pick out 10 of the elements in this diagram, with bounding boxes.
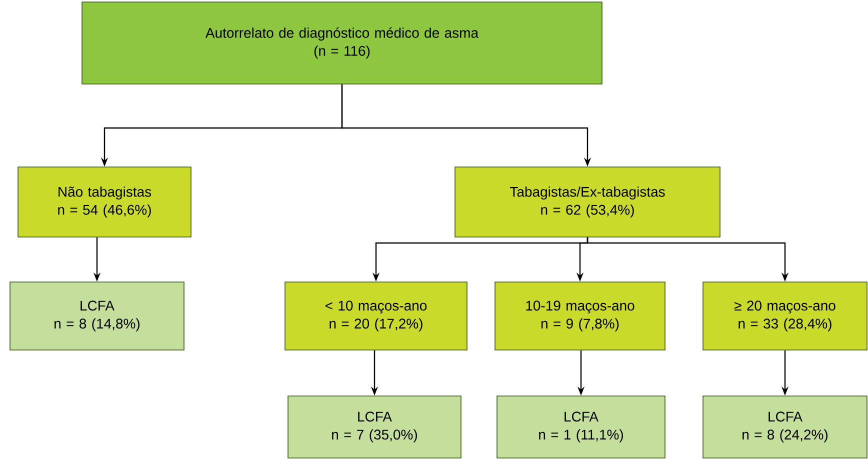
root-box: Autorrelato de diagnóstico médico de asma (n = 116) — [82, 2, 602, 84]
result-box: LCFA n = 8 (14,8%) — [10, 282, 184, 350]
group-box: Tabagistas/Ex-tabagistas n = 62 (53,4%) — [454, 166, 720, 238]
result-box: LCFA n = 7 (35,0%) — [288, 396, 462, 458]
group-box: < 10 maços-ano n = 20 (17,2%) — [284, 282, 468, 350]
group-box: Não tabagistas n = 54 (46,6%) — [18, 166, 192, 238]
result-box: LCFA n = 1 (11,1%) — [496, 396, 666, 458]
result-box: LCFA n = 8 (24,2%) — [702, 396, 868, 458]
group-box: ≥ 20 maços-ano n = 33 (28,4%) — [702, 282, 868, 350]
group-box: 10-19 maços-ano n = 9 (7,8%) — [494, 282, 666, 350]
